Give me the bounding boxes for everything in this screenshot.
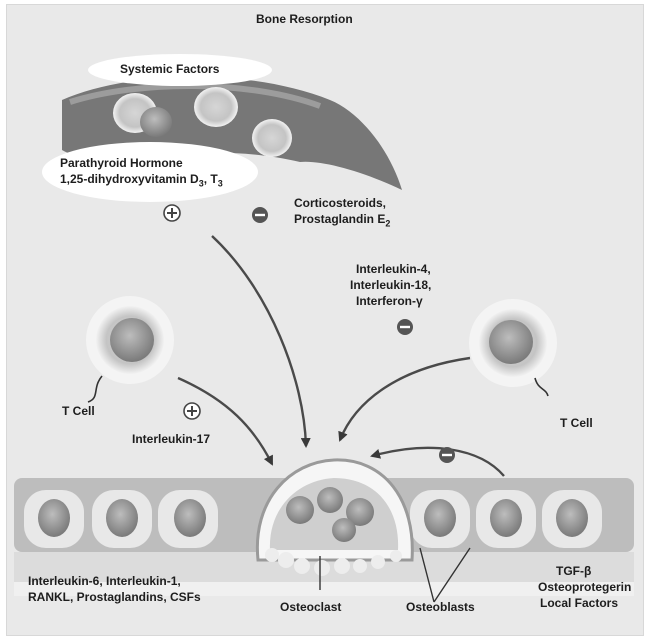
arrow-tcell-left-to-osteoclast: [178, 378, 272, 464]
prostaglandin-e2-label: Prostaglandin E2: [294, 212, 390, 230]
interleukin-18-label: Interleukin-18,: [350, 278, 431, 292]
t-cell-right: [469, 299, 557, 396]
diagram-title: Bone Resorption: [256, 12, 353, 26]
minus-icon-systemic: [251, 206, 269, 224]
interferon-gamma-label: Interferon-γ: [356, 294, 423, 308]
plus-icon-systemic: [163, 204, 181, 222]
local-factors-label: Local Factors: [540, 596, 618, 610]
interleukin-4-label: Interleukin-4,: [356, 262, 431, 276]
interleukin-17-label: Interleukin-17: [132, 432, 210, 446]
t-cell-left: [86, 296, 174, 402]
osteoblast-row-left: [24, 490, 218, 548]
minus-icon-interleukins: [396, 318, 414, 336]
systemic-factors-label: Systemic Factors: [120, 62, 219, 76]
local-promoters-line2: RANKL, Prostaglandins, CSFs: [28, 590, 201, 604]
arrow-systemic-to-osteoclast: [212, 236, 306, 446]
t-cell-left-label: T Cell: [62, 404, 95, 418]
osteoblast-row-right: [410, 490, 602, 548]
vitamin-d-label: 1,25-dihydroxyvitamin D3, T3: [60, 172, 223, 190]
parathyroid-hormone-label: Parathyroid Hormone: [60, 156, 183, 170]
tgf-beta-label: TGF-β: [556, 564, 591, 578]
t-cell-right-label: T Cell: [560, 416, 593, 430]
minus-icon-osteoblasts: [438, 446, 456, 464]
osteoclast-label: Osteoclast: [280, 600, 341, 614]
corticosteroids-label: Corticosteroids,: [294, 196, 386, 210]
osteoprotegerin-label: Osteoprotegerin: [538, 580, 631, 594]
local-promoters-line1: Interleukin-6, Interleukin-1,: [28, 574, 181, 588]
arrow-tcell-right-to-osteoclast: [340, 358, 470, 440]
osteoclast-cell: [257, 460, 412, 576]
osteoblasts-label: Osteoblasts: [406, 600, 475, 614]
plus-icon-interleukin17: [183, 402, 201, 420]
